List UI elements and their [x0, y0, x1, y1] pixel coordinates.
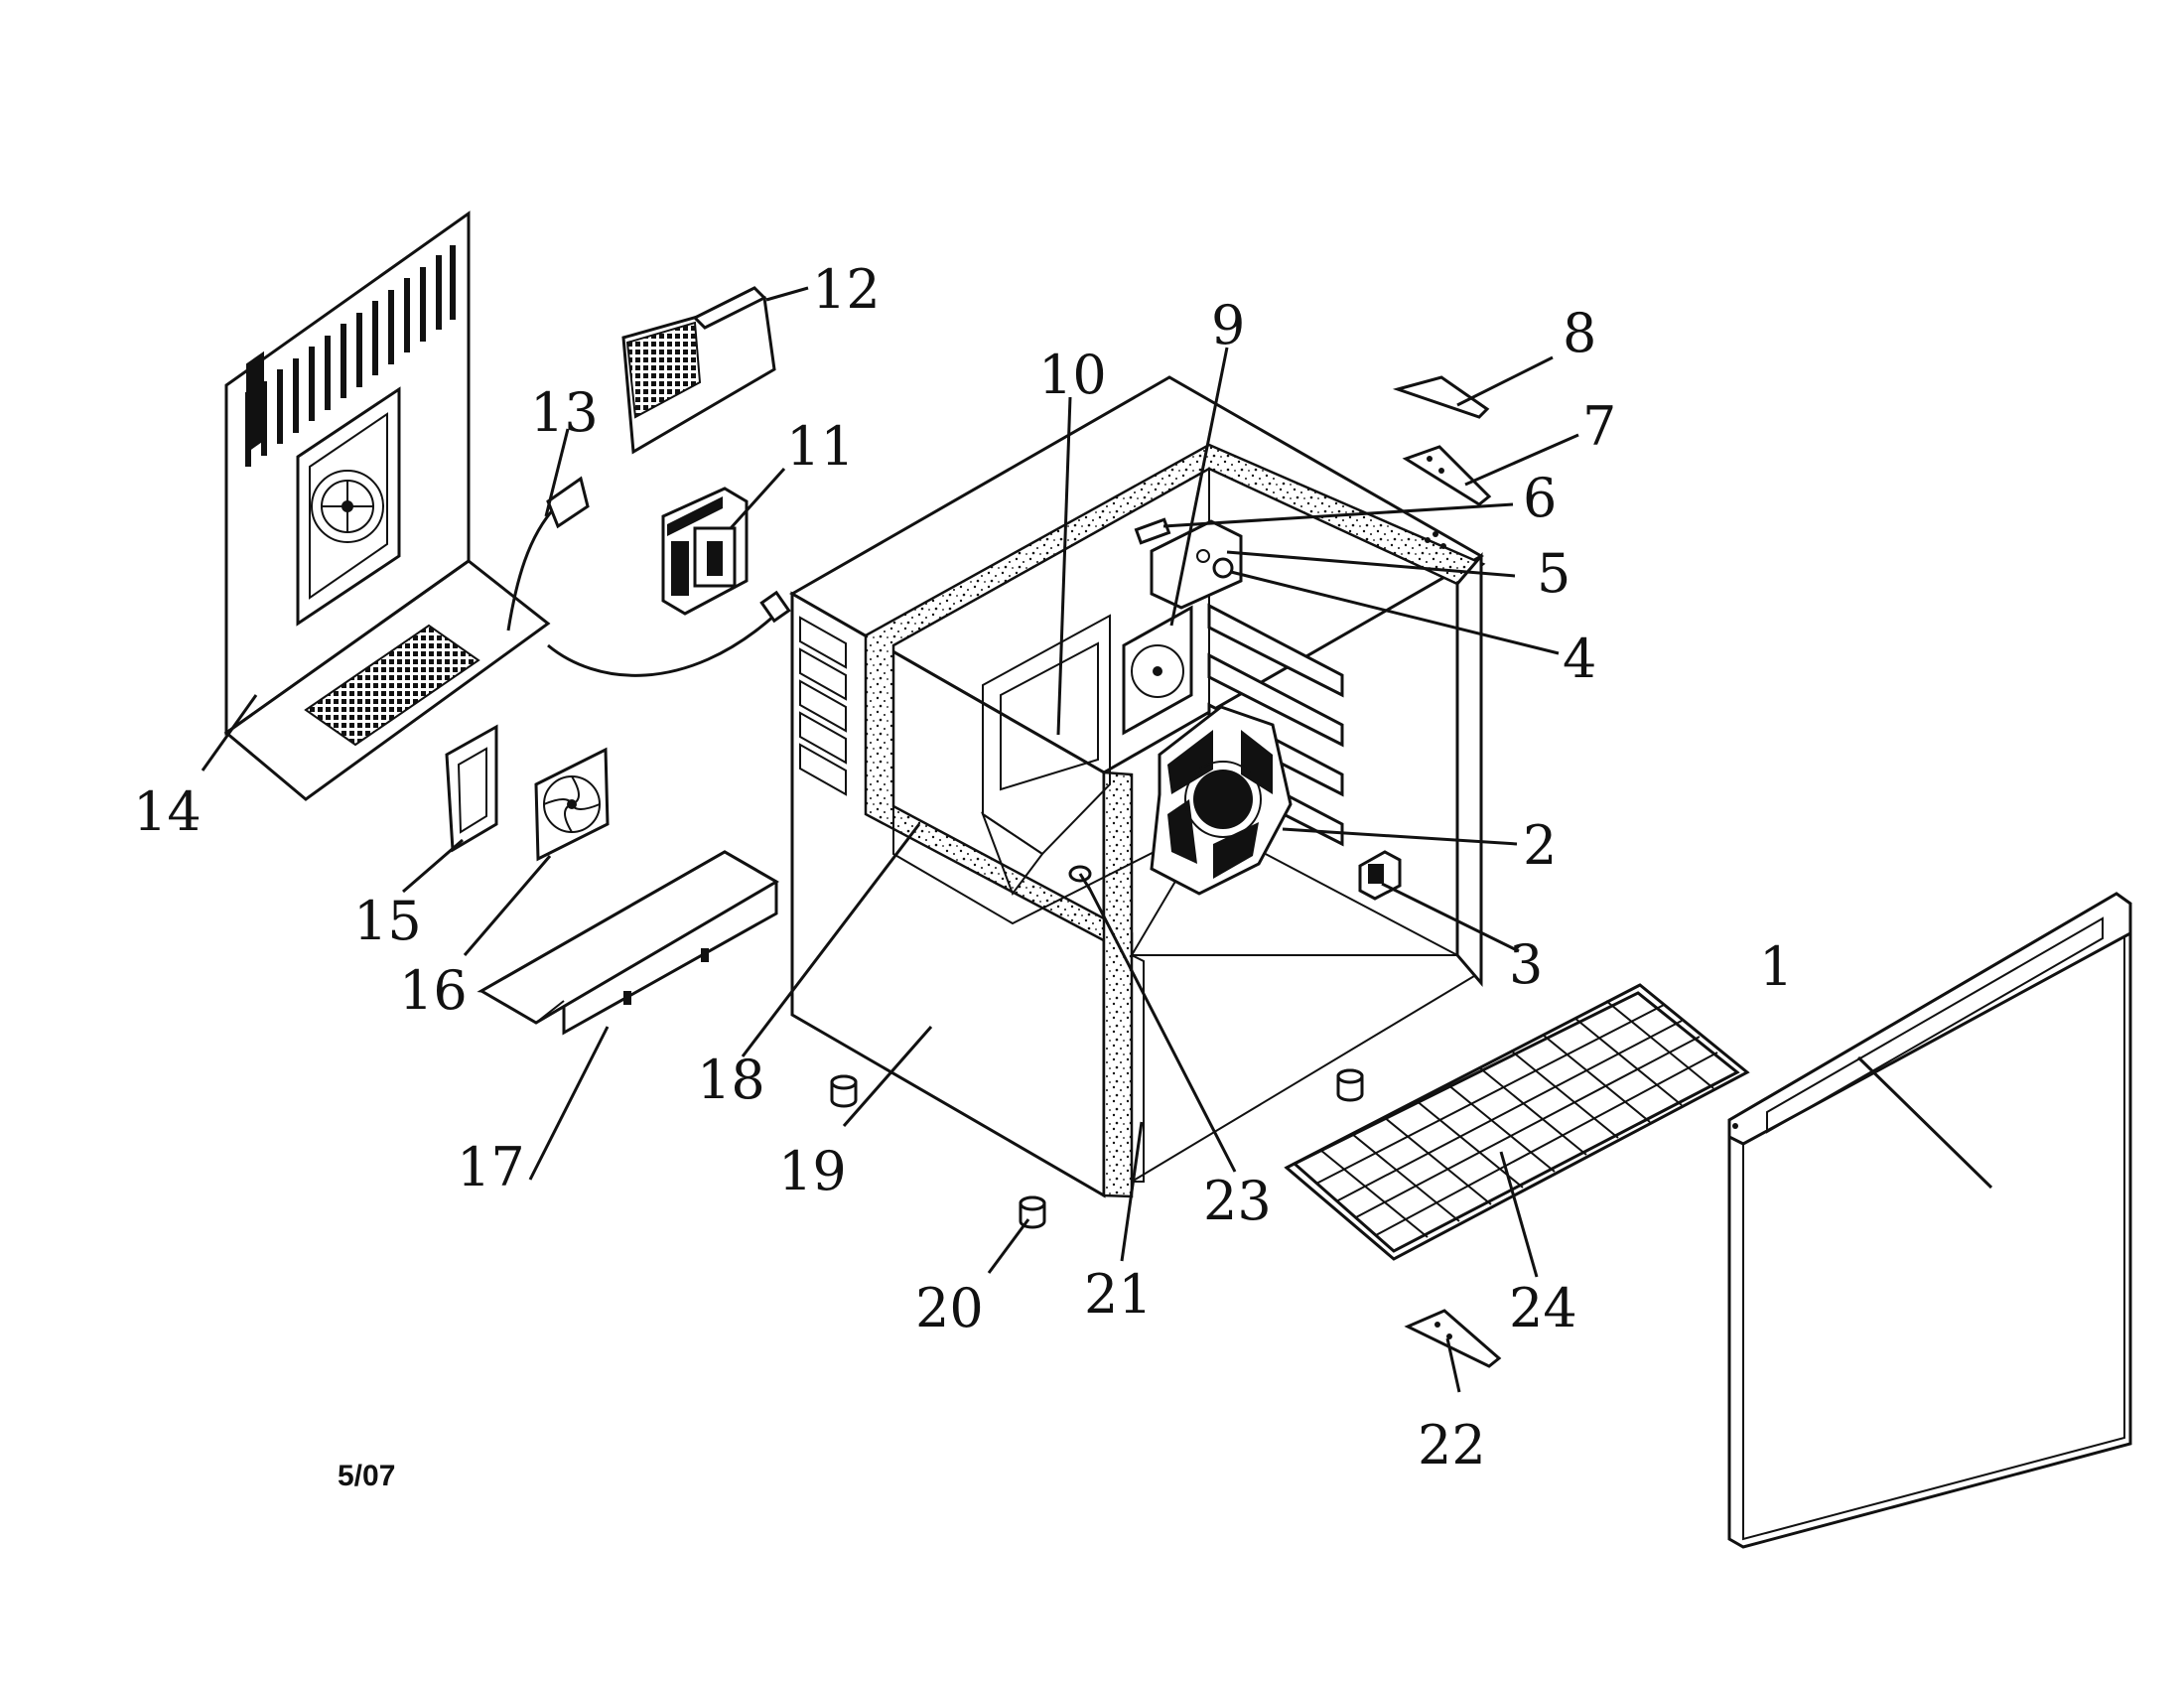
callout-22: 22: [1418, 1414, 1486, 1476]
heat-sink-board: [621, 286, 776, 455]
callout-20: 20: [915, 1277, 984, 1339]
callout-14: 14: [133, 780, 202, 843]
drip-tray: [477, 850, 779, 1036]
callout-21: 21: [1084, 1263, 1153, 1326]
hinge-cover: [1392, 375, 1490, 419]
callout-17: 17: [457, 1136, 525, 1198]
control-box: [1134, 517, 1243, 610]
callout-1: 1: [1759, 935, 1793, 998]
callout-7: 7: [1582, 395, 1616, 458]
callout-16: 16: [399, 959, 468, 1022]
callout-9: 9: [1211, 294, 1245, 356]
callout-6: 6: [1523, 467, 1557, 529]
power-cord: [506, 476, 791, 677]
callout-12: 12: [812, 258, 881, 321]
callout-18: 18: [697, 1049, 765, 1111]
callout-10: 10: [1038, 344, 1107, 406]
inner-duct: [980, 614, 1111, 897]
rear-fan: [534, 747, 610, 862]
callout-11: 11: [786, 415, 855, 478]
callout-19: 19: [778, 1140, 847, 1202]
callout-8: 8: [1563, 302, 1596, 364]
callouts: 1 2 3 4 5 6 7 8 9 10 11 12 13 14 15 16 1…: [133, 258, 1793, 1476]
callout-3: 3: [1509, 933, 1543, 996]
callout-13: 13: [530, 381, 599, 444]
wire-shelf: [1284, 983, 1750, 1261]
fan-bracket: [445, 724, 498, 853]
thermoelectric-module: [661, 487, 749, 616]
door-switch: [1358, 850, 1402, 901]
callout-4: 4: [1563, 628, 1596, 690]
bottom-hinge: [1404, 1309, 1502, 1368]
callout-5: 5: [1537, 542, 1570, 605]
door: [1727, 892, 2132, 1549]
callout-23: 23: [1203, 1170, 1272, 1232]
callout-15: 15: [353, 890, 422, 952]
inner-fan: [1122, 605, 1193, 736]
revision-date: 5/07: [338, 1460, 395, 1492]
top-screws: [1425, 531, 1446, 549]
cabinet: [788, 375, 1486, 1198]
cold-plate-cover: [1150, 705, 1293, 896]
rear-panel: [223, 210, 551, 801]
callout-24: 24: [1509, 1277, 1577, 1339]
callout-2: 2: [1523, 814, 1557, 877]
top-hinge: [1402, 445, 1492, 506]
leveling-feet: [830, 1068, 1364, 1229]
leader-lines: [201, 286, 1993, 1393]
